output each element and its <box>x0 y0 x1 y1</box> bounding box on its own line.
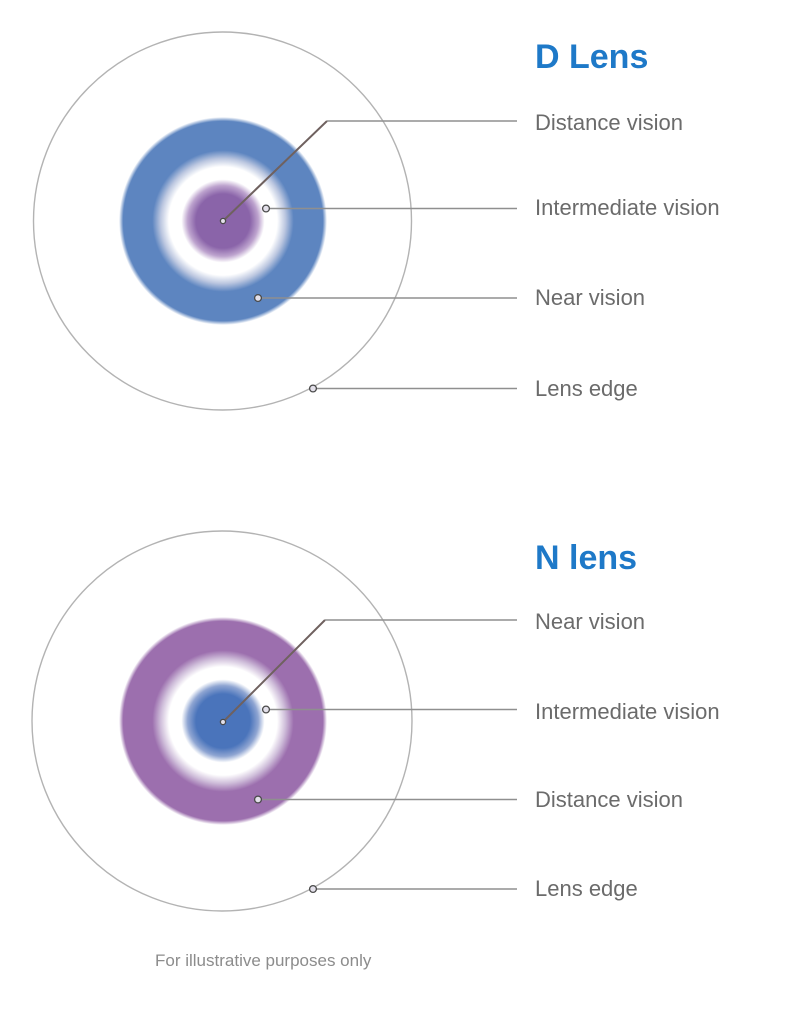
d-lens-edge-label: Lens edge <box>535 376 638 401</box>
illustrative-caption: For illustrative purposes only <box>155 951 372 970</box>
d-intermediate-marker-dot <box>261 204 271 213</box>
n-intermediate-vision-label: Intermediate vision <box>535 699 720 724</box>
d-lens-diagram <box>32 31 517 411</box>
n-intermediate-marker-dot <box>261 705 271 714</box>
d-edge-marker-dot <box>308 384 318 393</box>
n-near-marker-dot <box>219 718 227 726</box>
n-near-leader-diagonal <box>222 619 326 723</box>
n-distance-marker-dot <box>253 795 263 804</box>
d-lens-edge-circle <box>32 31 413 411</box>
n-lens-diagram <box>31 530 517 912</box>
n-near-vision-label: Near vision <box>535 609 646 634</box>
n-lens-edge-circle <box>31 530 413 912</box>
n-edge-marker-dot <box>308 884 318 894</box>
d-near-marker-dot <box>253 293 263 303</box>
d-lens-title: D Lens <box>535 38 649 76</box>
n-distance-vision-label: Distance vision <box>535 787 683 812</box>
d-near-vision-label: Near vision <box>535 285 646 310</box>
d-distance-marker-dot <box>219 217 227 225</box>
d-intermediate-vision-label: Intermediate vision <box>535 195 720 220</box>
d-distance-vision-label: Distance vision <box>535 110 683 135</box>
d-distance-leader-diagonal <box>222 120 328 222</box>
n-lens-edge-label: Lens edge <box>535 876 638 901</box>
n-lens-title: N lens <box>535 539 638 577</box>
